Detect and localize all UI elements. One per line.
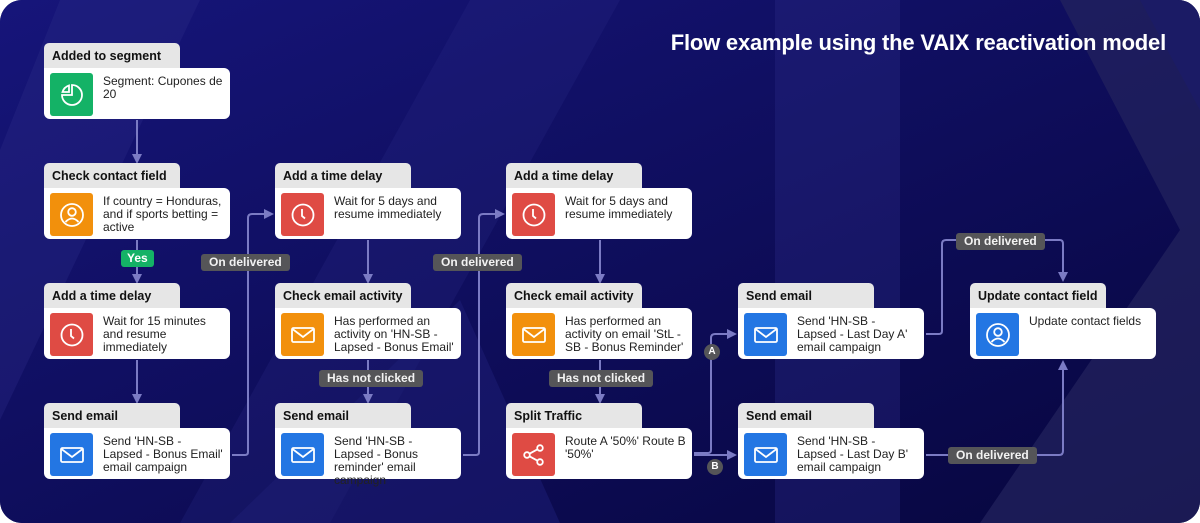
node-split-traffic[interactable]: Split Traffic Route A '50%' Route B '50%… <box>506 403 692 479</box>
envelope-icon <box>281 433 324 476</box>
connector-n4-n5 <box>232 209 274 456</box>
node-description: Send 'HN-SB - Lapsed - Bonus Email' emai… <box>103 434 223 474</box>
has-not-clicked-label: Has not clicked <box>319 370 424 387</box>
node-description: Segment: Cupones de 20 <box>103 74 223 101</box>
node-header: Send email <box>44 403 180 428</box>
node-description: Has performed an activity on 'HN-SB - La… <box>334 314 454 354</box>
node-header: Check contact field <box>44 163 180 188</box>
connector-n7-n8 <box>463 209 505 456</box>
node-description: Update contact fields <box>1029 314 1142 328</box>
node-send-email-bonus[interactable]: Send email Send 'HN-SB - Lapsed - Bonus … <box>44 403 230 479</box>
node-header: Add a time delay <box>506 163 642 188</box>
pie-chart-icon <box>50 73 93 116</box>
node-header: Check email activity <box>275 283 411 308</box>
node-add-time-delay-5days-2[interactable]: Add a time delay Wait for 5 days and res… <box>506 163 692 239</box>
node-check-email-activity-2[interactable]: Check email activity Has performed an ac… <box>506 283 692 359</box>
page-title: Flow example using the VAIX reactivation… <box>670 30 1166 55</box>
node-description: Wait for 15 minutes and resume immediate… <box>103 314 206 354</box>
connector-n12-n13 <box>926 360 1068 456</box>
node-description: Route A '50%' Route B '50%' <box>565 434 686 461</box>
has-not-clicked-label: Has not clicked <box>549 370 654 387</box>
clock-icon <box>281 193 324 236</box>
node-header: Add a time delay <box>275 163 411 188</box>
node-header: Add a time delay <box>44 283 180 308</box>
on-delivered-label: On delivered <box>948 447 1037 464</box>
connector-n10-n11 <box>694 329 737 454</box>
route-a-badge: A <box>704 344 720 360</box>
node-header: Update contact field <box>970 283 1106 308</box>
node-header: Added to segment <box>44 43 180 68</box>
node-check-contact-field[interactable]: Check contact field If country = Hondura… <box>44 163 230 239</box>
node-added-to-segment[interactable]: Added to segment Segment: Cupones de 20 <box>44 43 230 119</box>
on-delivered-label: On delivered <box>956 233 1045 250</box>
node-send-email-last-day-b[interactable]: Send email Send 'HN-SB - Lapsed - Last D… <box>738 403 924 479</box>
clock-icon <box>50 313 93 356</box>
node-description: Send 'HN-SB - Lapsed - Last Day B' email… <box>797 434 909 474</box>
route-b-badge: B <box>707 459 723 475</box>
envelope-icon <box>744 313 787 356</box>
clock-icon <box>512 193 555 236</box>
node-send-email-last-day-a[interactable]: Send email Send 'HN-SB - Lapsed - Last D… <box>738 283 924 359</box>
node-description: If country = Honduras, and if sports bet… <box>103 194 222 234</box>
connector-n11-n13 <box>926 239 1068 335</box>
node-send-email-reminder[interactable]: Send email Send 'HN-SB - Lapsed - Bonus … <box>275 403 461 487</box>
envelope-icon <box>744 433 787 476</box>
yes-label: Yes <box>121 250 154 267</box>
envelope-icon <box>50 433 93 476</box>
node-add-time-delay-5days-1[interactable]: Add a time delay Wait for 5 days and res… <box>275 163 461 239</box>
node-header: Send email <box>738 403 874 428</box>
node-header: Split Traffic <box>506 403 642 428</box>
node-header: Send email <box>738 283 874 308</box>
node-description: Wait for 5 days and resume immediately <box>334 194 442 221</box>
user-icon <box>976 313 1019 356</box>
node-description: Has performed an activity on email 'StL … <box>565 314 684 354</box>
user-icon <box>50 193 93 236</box>
node-add-time-delay-15min[interactable]: Add a time delay Wait for 15 minutes and… <box>44 283 230 359</box>
on-delivered-label: On delivered <box>433 254 522 271</box>
node-header: Check email activity <box>506 283 642 308</box>
envelope-icon <box>512 313 555 356</box>
node-description: Send 'HN-SB - Lapsed - Bonus reminder' e… <box>334 434 419 487</box>
node-update-contact-field[interactable]: Update contact field Update contact fiel… <box>970 283 1156 359</box>
share-icon <box>512 433 555 476</box>
node-check-email-activity-1[interactable]: Check email activity Has performed an ac… <box>275 283 461 359</box>
envelope-icon <box>281 313 324 356</box>
node-description: Wait for 5 days and resume immediately <box>565 194 673 221</box>
on-delivered-label: On delivered <box>201 254 290 271</box>
node-description: Send 'HN-SB - Lapsed - Last Day A' email… <box>797 314 908 354</box>
node-header: Send email <box>275 403 411 428</box>
